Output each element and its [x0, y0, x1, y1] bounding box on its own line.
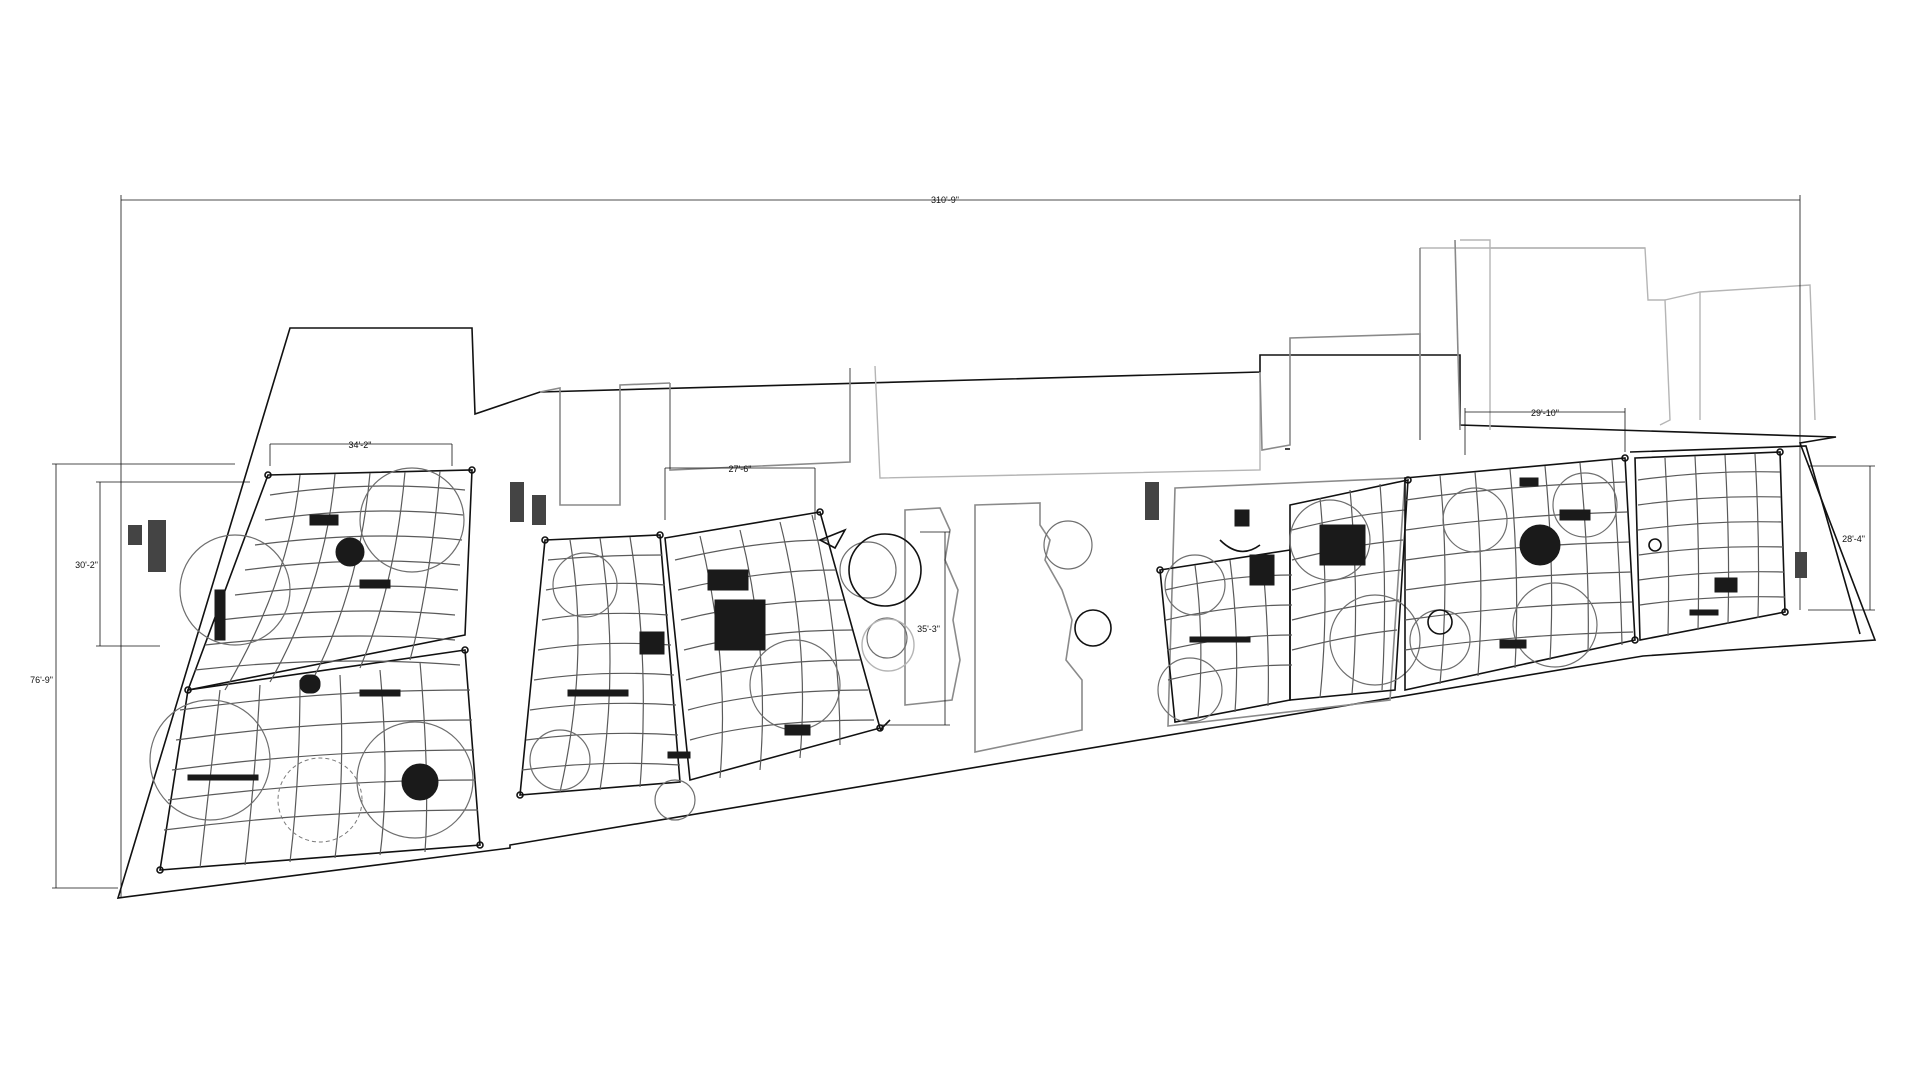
zone2-width-label: 27'-6": [729, 464, 752, 474]
zone5-annotation-block: [1795, 552, 1807, 578]
zone1-width-label: 34'-2": [349, 440, 372, 450]
zone1-annotation-block: [128, 482, 524, 572]
zone3-annotation-block: [1145, 482, 1159, 520]
zone2-annotation-block: [532, 495, 546, 525]
overall-height-dimension: 76'-9": [30, 463, 235, 889]
zone5-height-label: 28'-4": [1842, 534, 1865, 544]
overall-width-dimension: 310'-9": [120, 195, 1801, 898]
site-boundary-right: [1629, 445, 1861, 635]
zone5-play-area: 28'-4": [1634, 451, 1875, 641]
zone4-play-area: 29'-10": [1404, 408, 1636, 691]
zone2-height-label: 35'-3": [917, 624, 940, 634]
zone2-play-area: 27'-6" 35'-3": [519, 464, 950, 821]
overall-width-label: 310'-9": [931, 195, 959, 205]
sail-anchor-points: [156, 448, 1789, 874]
zone1-height-label: 30'-2": [75, 560, 98, 570]
overall-height-label: 76'-9": [30, 675, 53, 685]
zone1-play-area: 34'-2" 30'-2": [75, 440, 481, 871]
building-outlines: [539, 239, 1816, 506]
zone4-width-label: 29'-10": [1531, 408, 1559, 418]
zone3-play-area: [1157, 477, 1421, 727]
central-landscape-feature: [839, 502, 1112, 753]
site-boundary-left: [116, 327, 1877, 899]
